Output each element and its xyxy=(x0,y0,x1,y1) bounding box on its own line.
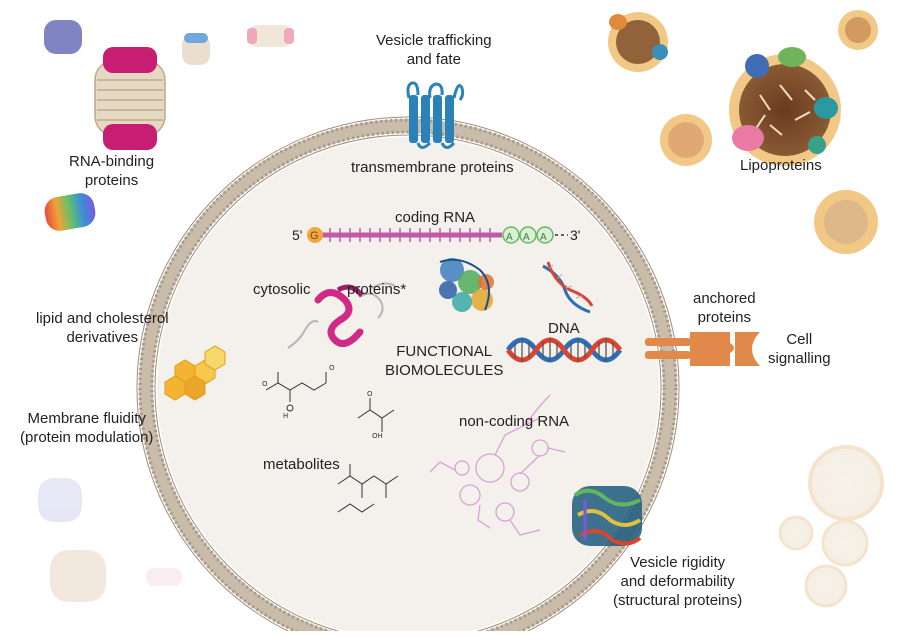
svg-text:H: H xyxy=(283,412,288,420)
metabolite-structure-2 xyxy=(357,398,395,432)
label-transmembrane-proteins: transmembrane proteins xyxy=(351,159,514,176)
dna-helix-icon xyxy=(505,337,623,363)
svg-text:O: O xyxy=(329,364,335,372)
label-lipid-cholesterol: lipid and cholesterol derivatives xyxy=(36,310,169,346)
svg-text:O: O xyxy=(367,390,373,398)
non-coding-rna-icon xyxy=(429,394,566,536)
capsule-icon xyxy=(44,20,294,65)
label-vesicle-trafficking: Vesicle trafficking and fate xyxy=(376,32,492,68)
label-membrane-fluidity: Membrane fluidity (protein modulation) xyxy=(20,410,154,446)
cytosolic-protein-icon xyxy=(287,282,396,349)
label-rna-binding-proteins: RNA-binding proteins xyxy=(69,153,155,189)
label-anchored-proteins: anchored proteins xyxy=(693,290,756,326)
anchored-protein-icon xyxy=(645,332,760,366)
label-proteins-star: proteins* xyxy=(347,281,407,298)
metabolite-structure-1 xyxy=(265,372,327,412)
five-prime-cap-icon xyxy=(307,227,323,243)
lipoprotein-large-icon xyxy=(729,47,841,166)
label-polya-3: A xyxy=(540,232,547,243)
label-dna: DNA xyxy=(548,320,580,337)
rna-binding-protein-capsule-icon xyxy=(94,47,166,150)
label-polya-1: A xyxy=(506,232,513,243)
label-cell-signalling: Cell signalling xyxy=(768,331,831,367)
label-coding-rna: coding RNA xyxy=(395,209,476,226)
label-vesicle-rigidity: Vesicle rigidity and deformability (stru… xyxy=(613,554,743,609)
label-non-coding-rna: non-coding RNA xyxy=(459,413,570,430)
label-metabolites: metabolites xyxy=(263,456,340,473)
label-polya-2: A xyxy=(523,232,530,243)
vesicle-lumen xyxy=(157,137,659,636)
svg-text:OH: OH xyxy=(372,432,383,440)
rainbow-capsule-icon xyxy=(44,193,96,231)
label-lipoproteins: Lipoproteins xyxy=(740,157,822,174)
label-five-prime: 5' xyxy=(292,227,303,243)
transmembrane-protein xyxy=(406,81,465,149)
cholesterol-hexagons-icon xyxy=(164,345,226,401)
structural-protein-icon xyxy=(572,486,642,546)
svg-text:O: O xyxy=(262,380,268,388)
coding-rna xyxy=(307,226,568,244)
metabolite-structure-3 xyxy=(337,464,399,513)
label-cap: G xyxy=(310,230,319,242)
label-cytosolic: cytosolic xyxy=(253,281,311,298)
lipoprotein-small-icon xyxy=(608,10,878,254)
folded-protein-icon xyxy=(439,258,494,312)
dna-small-icon xyxy=(542,261,594,314)
capsule-faded-icon xyxy=(38,478,182,602)
label-three-prime: 3' xyxy=(570,227,581,243)
label-functional-biomolecules: FUNCTIONAL BIOMOLECULES xyxy=(385,343,504,379)
vesicle-membrane xyxy=(136,116,680,636)
lipoprotein-faded-icon xyxy=(778,445,884,608)
metabolite-atom-labels: O O H O OH xyxy=(262,364,383,440)
